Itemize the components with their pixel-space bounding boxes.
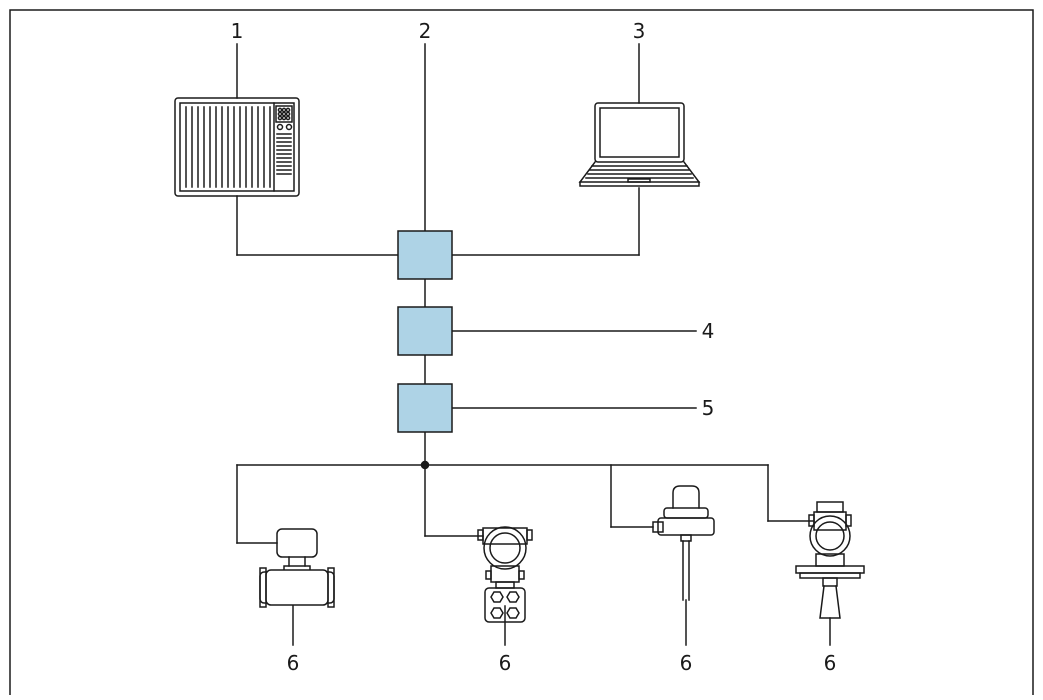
bus-junction-dot [420,460,430,470]
laptop-computer [578,102,701,187]
temperature-sensor-device [652,485,715,601]
diagram-frame [9,9,1034,696]
callout-1: 1 [231,19,244,43]
pressure-transmitter-device [477,526,533,623]
callout-6-temperature: 6 [680,651,693,675]
flowmeter-device [259,528,335,608]
gateway-module-a [397,306,453,356]
callout-6-level: 6 [824,651,837,675]
callout-labels: 1 2 3 4 5 6 6 6 6 [231,19,837,675]
connection-lines [236,43,815,544]
gateway-module-b [397,383,453,433]
callout-4: 4 [702,319,715,343]
callout-6-flowmeter: 6 [287,651,300,675]
callout-2: 2 [419,19,432,43]
radar-level-device [795,501,865,619]
callout-6-pressure: 6 [499,651,512,675]
plc-rack [174,97,300,197]
callout-leaders [236,43,831,646]
callout-3: 3 [633,19,646,43]
callout-5: 5 [702,396,715,420]
ethernet-switch-module [397,230,453,280]
